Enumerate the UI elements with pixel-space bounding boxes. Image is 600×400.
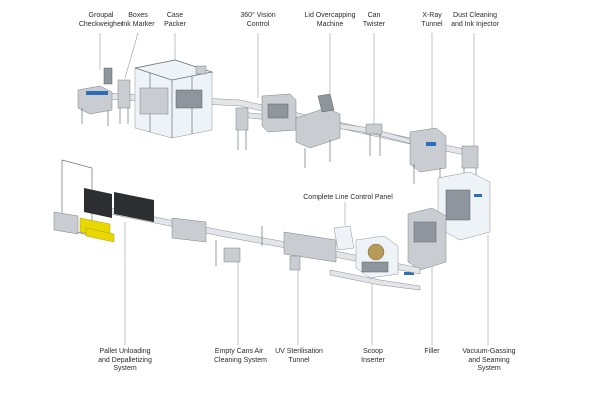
air-cleaning-unit (171, 217, 263, 266)
label-line: Inserter (361, 356, 385, 364)
label-line: Cleaning System (214, 356, 267, 364)
label-boxes-ink-marker: Boxes Ink Marker (118, 12, 158, 29)
filler-unit (404, 207, 447, 275)
label-line: Dust Cleaning (453, 12, 497, 19)
label-line: Machine (316, 20, 344, 28)
label-can-twister: Can Twister (358, 12, 390, 29)
checkweigher-unit (77, 67, 113, 126)
label-line: System (477, 365, 501, 372)
label-line: Checkweigher (78, 20, 124, 28)
ink-marker-unit (117, 79, 131, 124)
label-line: X-Ray (422, 12, 442, 19)
label-line: Twister (362, 20, 386, 28)
label-line: Scoop (363, 348, 383, 355)
label-line: System (113, 365, 137, 372)
depalletizer-unit (53, 159, 154, 243)
label-line: Complete Line Control Panel (303, 194, 393, 201)
label-line: Groupal (88, 12, 114, 19)
xray-tunnel-unit (409, 127, 447, 186)
label-line: Ink Marker (121, 20, 155, 28)
label-line: and Depalletizing (98, 356, 152, 364)
label-line: UV Sterilisation (275, 348, 323, 355)
label-line: Lid Overcapping (304, 12, 356, 19)
label-empty-cans-air: Empty Cans Air Cleaning System (214, 348, 267, 365)
label-case-packer: Case Packer (158, 12, 192, 29)
label-line: and Seaming (468, 356, 510, 364)
label-line: 360° Vision (240, 12, 276, 19)
can-twister-unit (365, 123, 383, 156)
label-scoop-inserter: Scoop Inserter (356, 348, 390, 365)
label-line: Empty Cans Air (214, 348, 264, 355)
label-pallet-unloading: Pallet Unloading and Depalletizing Syste… (98, 348, 152, 374)
label-line: Filler (424, 348, 440, 355)
label-groupal-checkweigher: Groupal Checkweigher (78, 12, 124, 29)
label-line: Tunnel (288, 356, 310, 364)
label-xray-tunnel: X-Ray Tunnel (416, 12, 448, 29)
lid-overcapping-unit (295, 93, 341, 168)
label-uv-sterilisation: UV Sterilisation Tunnel (274, 348, 324, 365)
seaming-unit (437, 171, 491, 241)
label-vision-control: 360° Vision Control (236, 12, 280, 29)
label-vacuum-gassing: Vacuum-Gassing and Seaming System (462, 348, 516, 374)
case-packer-unit (134, 59, 214, 139)
scoop-inserter-unit (355, 235, 399, 279)
label-dust-cleaning: Dust Cleaning and Ink Injector (450, 12, 500, 29)
label-filler: Filler (420, 348, 444, 357)
label-line: Tunnel (421, 20, 443, 28)
label-line: Pallet Unloading (99, 348, 151, 355)
vision-control-unit (235, 93, 297, 150)
label-line: Vacuum-Gassing (462, 348, 516, 355)
label-line: Packer (164, 20, 186, 28)
label-line: Boxes (128, 12, 148, 19)
label-control-panel: Complete Line Control Panel (300, 194, 396, 203)
label-line: Control (246, 20, 270, 28)
label-line: Can (367, 12, 381, 19)
uv-tunnel-unit (283, 225, 355, 271)
label-lid-overcapping: Lid Overcapping Machine (304, 12, 356, 29)
label-line: Case (166, 12, 184, 19)
label-line: and Ink Injector (451, 20, 499, 28)
